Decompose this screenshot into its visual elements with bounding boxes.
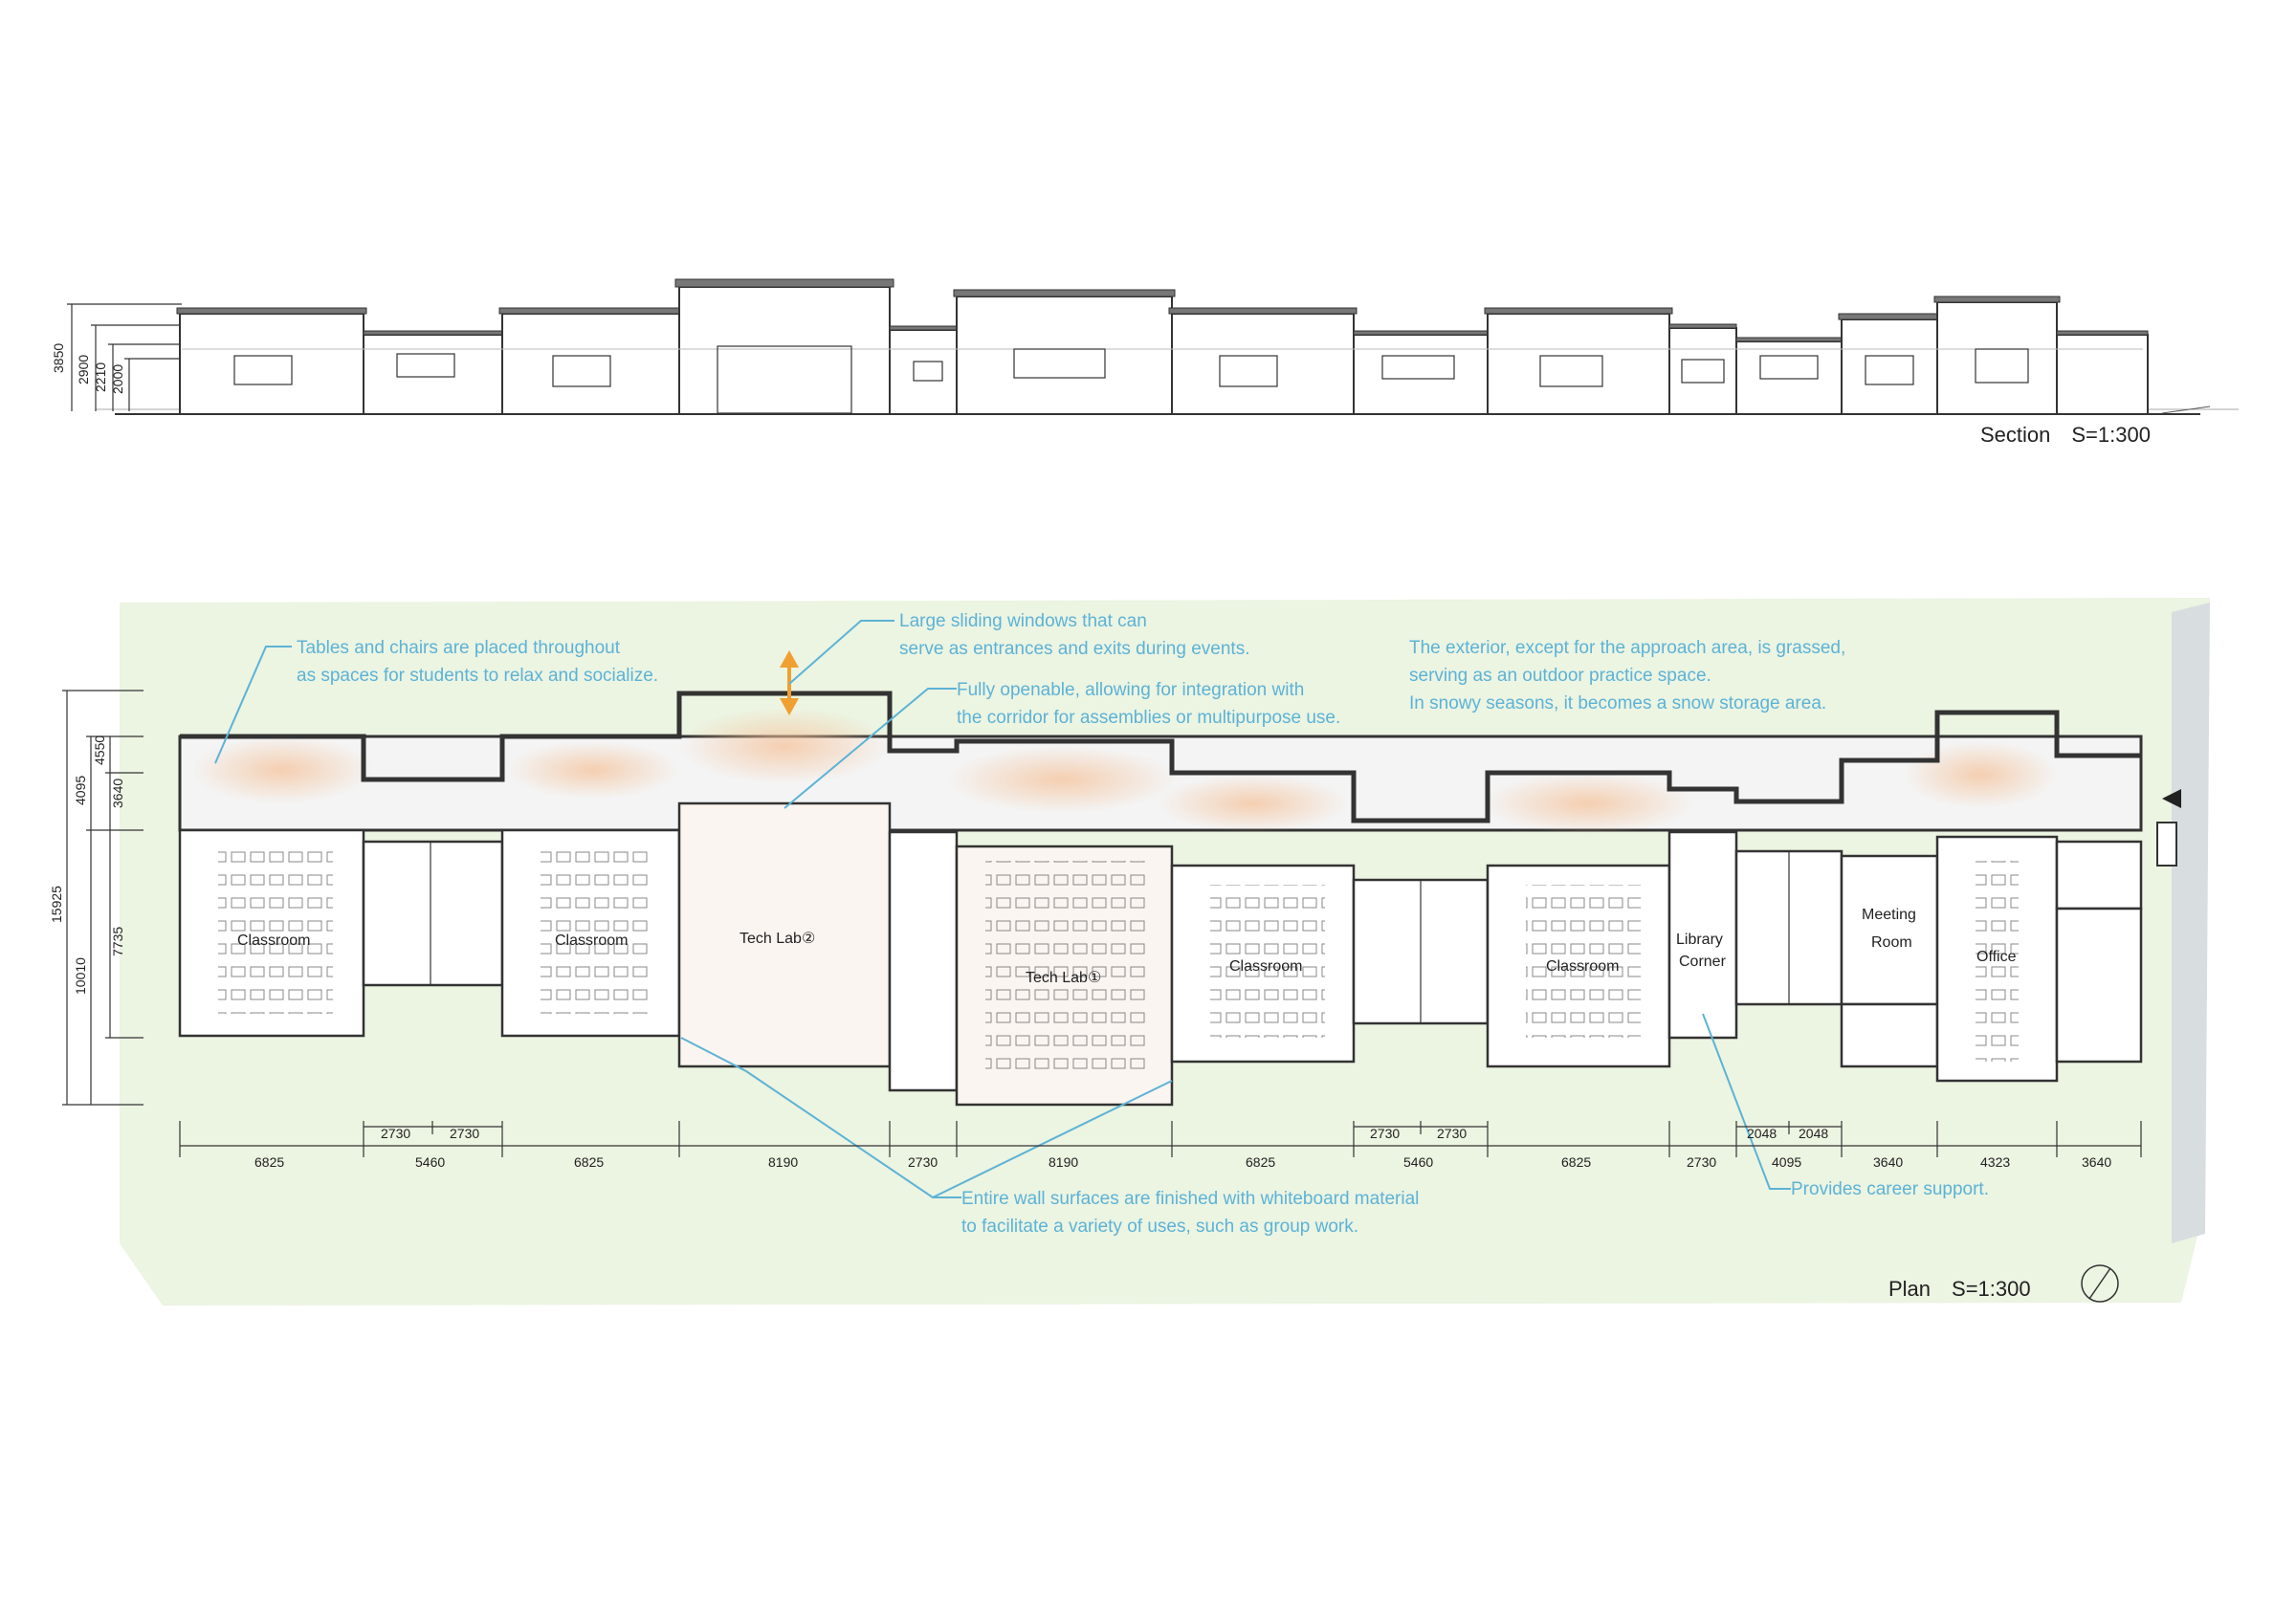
room-office: Office bbox=[1976, 949, 2017, 965]
dim-5460-b: 5460 bbox=[1403, 1154, 1433, 1170]
left-dim-7735: 7735 bbox=[110, 927, 125, 956]
left-dim-3640: 3640 bbox=[110, 779, 125, 808]
dim-3640-b: 3640 bbox=[2082, 1154, 2111, 1170]
subdim-2048-b: 2048 bbox=[1799, 1126, 1828, 1141]
room-library-line1: Library bbox=[1676, 932, 1723, 948]
left-dim-15925: 15925 bbox=[49, 886, 64, 923]
subdim-2730-c: 2730 bbox=[1370, 1126, 1400, 1141]
annotation-openable-2: the corridor for assemblies or multipurp… bbox=[957, 708, 1340, 728]
dim-6825-d: 6825 bbox=[1561, 1154, 1591, 1170]
left-dim-4550: 4550 bbox=[92, 735, 107, 765]
dim-6825-b: 6825 bbox=[574, 1154, 604, 1170]
annotation-exterior-3: In snowy seasons, it becomes a snow stor… bbox=[1409, 693, 1826, 713]
left-dimension-line bbox=[62, 690, 144, 1106]
room-meeting-line1: Meeting bbox=[1862, 907, 1916, 923]
dim-2730-b: 2730 bbox=[1687, 1154, 1716, 1170]
section-drawing: 3850 2900 2210 2000 bbox=[51, 278, 2239, 415]
room-classroom-3: Classroom bbox=[1229, 958, 1302, 975]
dim-5460-a: 5460 bbox=[415, 1154, 445, 1170]
annotation-windows-2: serve as entrances and exits during even… bbox=[899, 639, 1249, 659]
subdim-2730-a: 2730 bbox=[381, 1126, 410, 1141]
annotation-tables-2: as spaces for students to relax and soci… bbox=[297, 666, 658, 686]
annotation-openable-1: Fully openable, allowing for integration… bbox=[957, 680, 1304, 700]
dim-6825-c: 6825 bbox=[1246, 1154, 1275, 1170]
dim-6825-a: 6825 bbox=[254, 1154, 284, 1170]
dim-2730-a: 2730 bbox=[908, 1154, 938, 1170]
north-arrow-icon bbox=[2081, 1264, 2119, 1303]
annotation-exterior-1: The exterior, except for the approach ar… bbox=[1409, 638, 1845, 658]
dim-3640-a: 3640 bbox=[1873, 1154, 1903, 1170]
annotation-career: Provides career support. bbox=[1791, 1179, 1989, 1199]
dim-4095: 4095 bbox=[1772, 1154, 1801, 1170]
left-dim-4095: 4095 bbox=[73, 776, 88, 805]
section-height-2900: 2900 bbox=[76, 355, 91, 384]
subdim-2730-d: 2730 bbox=[1437, 1126, 1467, 1141]
annotation-whiteboard-1: Entire wall surfaces are finished with w… bbox=[961, 1189, 1419, 1209]
room-classroom-2: Classroom bbox=[555, 933, 628, 949]
dim-8190-a: 8190 bbox=[768, 1154, 798, 1170]
room-tech-lab-2: Tech Lab② bbox=[740, 931, 815, 947]
left-dim-10010: 10010 bbox=[73, 957, 88, 995]
plan-title: Plan S=1:300 bbox=[1888, 1277, 2031, 1301]
plan-drawing bbox=[178, 691, 2181, 1107]
dim-4323: 4323 bbox=[1980, 1154, 2010, 1170]
annotation-exterior-2: serving as an outdoor practice space. bbox=[1409, 666, 1711, 686]
dim-8190-b: 8190 bbox=[1049, 1154, 1078, 1170]
room-classroom-4: Classroom bbox=[1546, 958, 1619, 975]
bottom-dimension-line bbox=[179, 1121, 2142, 1157]
subdim-2048-a: 2048 bbox=[1747, 1126, 1777, 1141]
section-title: Section S=1:300 bbox=[1980, 423, 2151, 447]
room-tech-lab-1: Tech Lab① bbox=[1026, 970, 1101, 986]
annotation-whiteboard-2: to facilitate a variety of uses, such as… bbox=[961, 1217, 1358, 1237]
room-library-line2: Corner bbox=[1679, 954, 1727, 970]
section-height-3850: 3850 bbox=[51, 343, 66, 373]
section-height-2000: 2000 bbox=[110, 364, 125, 394]
annotation-tables-1: Tables and chairs are placed throughout bbox=[297, 638, 621, 658]
section-height-2210: 2210 bbox=[93, 362, 108, 392]
subdim-2730-b: 2730 bbox=[450, 1126, 479, 1141]
room-classroom-1: Classroom bbox=[237, 933, 310, 949]
room-meeting-line2: Room bbox=[1871, 934, 1912, 951]
annotation-windows-1: Large sliding windows that can bbox=[899, 611, 1147, 631]
